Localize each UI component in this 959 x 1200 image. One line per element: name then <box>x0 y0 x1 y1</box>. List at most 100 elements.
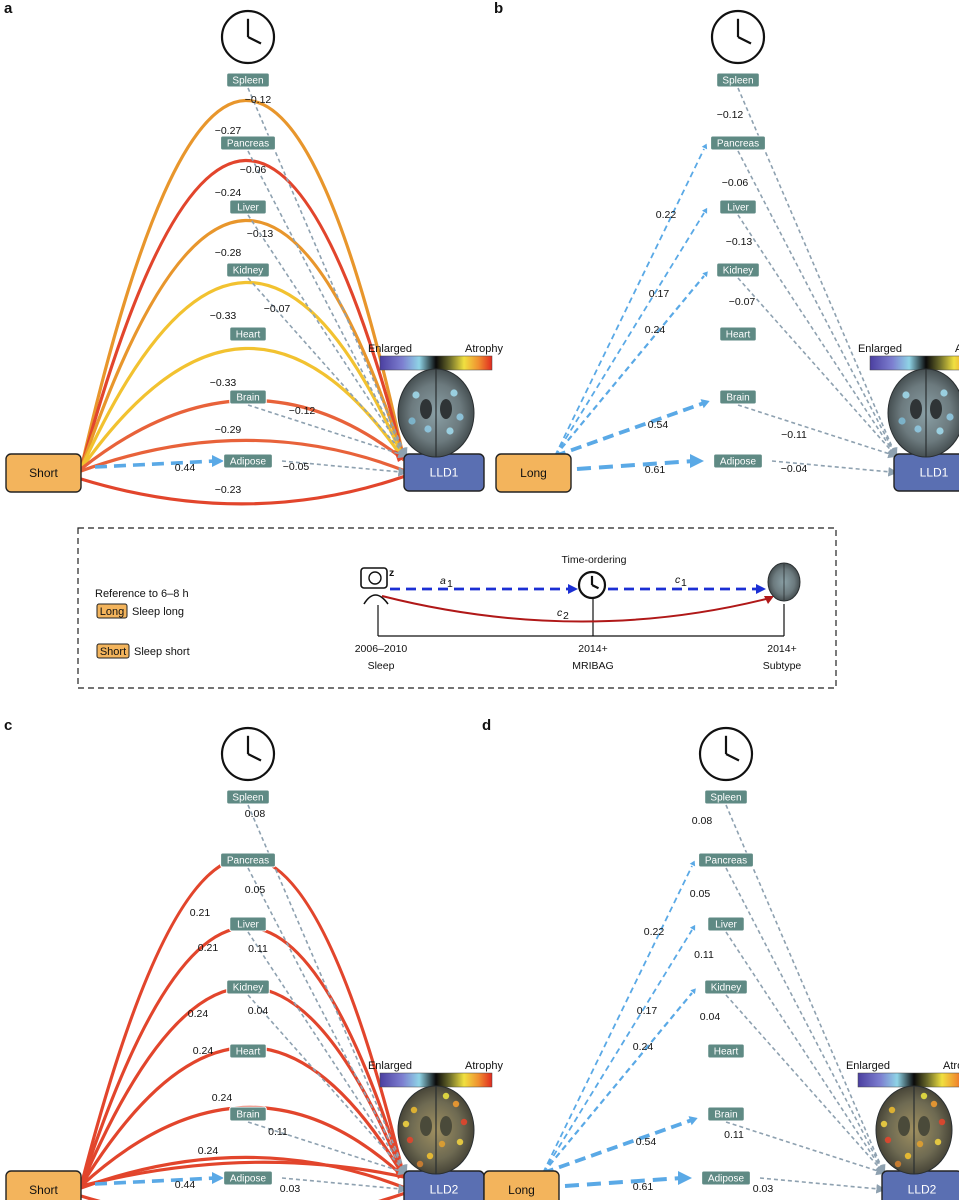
brain-image-spot-2 <box>406 1136 414 1144</box>
organ-to-target-coefficient: −0.11 <box>781 429 807 441</box>
indirect-path-kidney-to-target <box>247 277 408 458</box>
clock-icon <box>698 726 754 782</box>
label-c1: c <box>675 574 681 586</box>
brain-image-spot-2 <box>914 425 922 433</box>
brain-image-spot-4 <box>898 417 906 425</box>
colorbar-bar <box>869 355 959 371</box>
brain-image-spot-1 <box>940 389 948 397</box>
organ-node-liver: Liver <box>719 199 757 215</box>
panel-b: b0.220.170.240.540.61−0.12−0.06−0.13−0.0… <box>494 0 959 493</box>
direct-effect-arc-low <box>80 438 405 473</box>
clock-icon-hand-hour <box>725 753 740 762</box>
colorbar-label-left: Enlarged <box>368 1060 412 1072</box>
organ-label: Brain <box>236 1110 259 1121</box>
panel-c: c0.210.210.240.240.240.240.440.080.050.1… <box>4 717 503 1200</box>
indirect-path-source-to-liver <box>554 212 705 457</box>
organ-box <box>229 326 267 342</box>
organ-box <box>229 1106 267 1122</box>
arrowhead-c2 <box>764 596 774 604</box>
organ-to-target-coefficient: −0.07 <box>729 296 756 308</box>
panel-letter-c: c <box>4 717 12 734</box>
organ-box <box>719 199 757 215</box>
organ-node-heart: Heart <box>229 326 267 342</box>
organ-to-target-coefficient: 0.04 <box>700 1011 721 1023</box>
organ-node-adipose: Adipose <box>223 453 273 469</box>
indirect-path-liver-to-target <box>247 931 408 1175</box>
organ-box <box>229 389 267 405</box>
indirect-path-kidney-to-target <box>725 994 886 1175</box>
organ-label: Kidney <box>233 266 264 277</box>
organ-label: Kidney <box>233 983 264 994</box>
organ-to-target-coefficient: 0.04 <box>248 1005 269 1017</box>
organ-to-target-coefficient: −0.06 <box>722 177 749 189</box>
direct-effect-arc-bottom <box>80 474 405 506</box>
source-to-organ-coefficient: 0.22 <box>656 209 677 221</box>
organ-label: Kidney <box>711 983 742 994</box>
organ-label: Brain <box>236 393 259 404</box>
arrowhead-blue <box>689 860 696 867</box>
legend-short-tag: Short <box>100 646 126 658</box>
brain-image-spot-8 <box>402 1120 410 1128</box>
sleep-z: z <box>389 567 394 579</box>
organ-box <box>710 135 766 151</box>
organ-node-spleen: Spleen <box>226 789 270 805</box>
brain-image-spot-5 <box>920 1092 928 1100</box>
indirect-path-source-to-pancreas <box>542 865 693 1174</box>
colorbar-bar <box>379 1072 493 1088</box>
arrowhead-blue <box>701 143 708 150</box>
legend-long-swatch <box>96 603 128 619</box>
arrowhead-blue <box>688 1116 698 1126</box>
organ-node-kidney: Kidney <box>226 979 270 995</box>
colorbar-label-right: Atrophy <box>955 343 959 355</box>
arrowhead-blue <box>702 271 708 278</box>
direct-effect-arc-5 <box>80 1160 405 1188</box>
organ-box <box>707 1043 745 1059</box>
organ-node-brain: Brain <box>719 389 757 405</box>
colorbar-label-right: Atrophy <box>943 1060 959 1072</box>
brain-image <box>397 368 475 458</box>
source-node: Short <box>5 453 82 493</box>
target-node: LLD1 <box>893 453 959 492</box>
organ-box <box>226 789 270 805</box>
indirect-path-source-to-adipose <box>576 459 695 471</box>
panel-a: a−0.27−0.24−0.28−0.33−0.33−0.29−0.230.44… <box>4 0 503 506</box>
organ-node-liver: Liver <box>229 916 267 932</box>
sleep-head <box>368 571 382 585</box>
organ-box <box>704 789 748 805</box>
organ-label: Adipose <box>230 1174 267 1185</box>
brain-image <box>875 1085 953 1175</box>
organ-label: Liver <box>727 203 749 214</box>
brain-image-spot-0 <box>888 1106 896 1114</box>
brain-image-ventricle-right <box>440 399 452 419</box>
arrowhead-blue <box>690 454 704 468</box>
organ-node-kidney: Kidney <box>226 262 270 278</box>
organ-label: Heart <box>236 330 261 341</box>
organ-label: Liver <box>237 920 259 931</box>
colorbar-bar <box>379 355 493 371</box>
brain-image-spot-5 <box>442 1092 450 1100</box>
brain-image-spot-2 <box>424 425 432 433</box>
brain-image <box>887 368 959 458</box>
organ-to-target-coefficient: 0.11 <box>694 949 714 961</box>
source-node-label: Short <box>29 466 58 480</box>
t3-year: 2014+ <box>767 643 797 655</box>
organ-to-target-coefficient: −0.13 <box>726 236 753 248</box>
colorbar-label-left: Enlarged <box>846 1060 890 1072</box>
direct-effect-coefficient: −0.28 <box>215 247 242 259</box>
source-to-adipose-coefficient: 0.44 <box>175 1179 196 1191</box>
direct-effect-coefficient: 0.24 <box>198 1145 219 1157</box>
brain-image-spot-5 <box>456 413 464 421</box>
panel-letter-a: a <box>4 0 13 17</box>
organ-to-target-coefficient: −0.12 <box>289 405 316 417</box>
indirect-path-pancreas-to-target <box>737 150 897 458</box>
organ-to-target-coefficient: 0.03 <box>753 1183 774 1195</box>
source-node-box <box>495 453 572 493</box>
label-a1: a <box>440 575 446 587</box>
organ-label: Adipose <box>720 457 757 468</box>
target-node-label: LLD2 <box>430 1183 459 1197</box>
direct-effect-arc-2 <box>79 219 406 470</box>
organ-to-target-coefficient: 0.11 <box>248 943 268 955</box>
brain-image-spot-2 <box>884 1136 892 1144</box>
organ-box <box>229 1043 267 1059</box>
